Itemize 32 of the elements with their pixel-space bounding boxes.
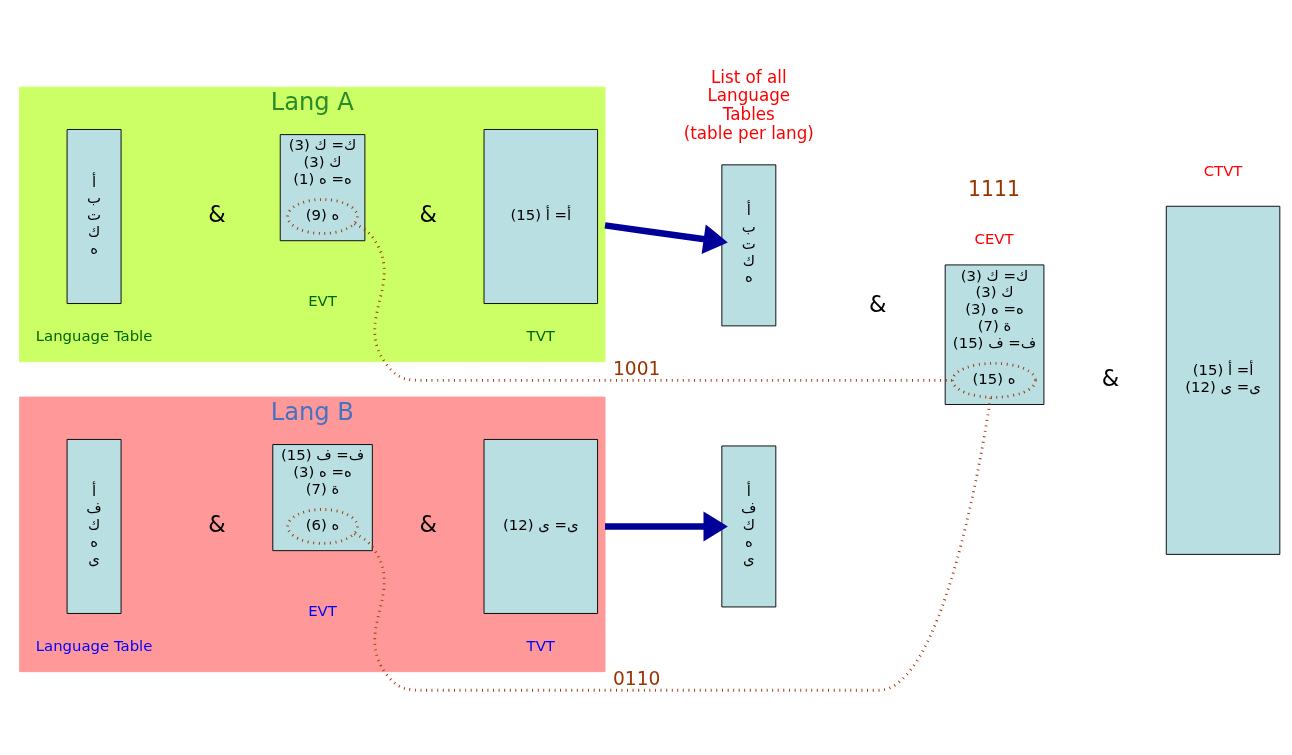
node-box: أ= أ (15) ى= ى (12) [1165,205,1281,555]
node-label: TVT [526,636,555,655]
node-box: أ ب ت ك ه [721,163,777,326]
node-label: EVT [308,291,337,310]
edge-label: 0110 [612,667,661,689]
label: & [419,510,437,537]
arrow [605,511,728,541]
node-label: Language Table [35,326,153,345]
label: & [208,510,226,537]
label: 1111 [968,176,1021,201]
edge-label: 1001 [612,357,661,379]
node-box: أ ف ك ه ى [721,444,777,607]
node-label: TVT [526,326,555,345]
node-ellipse: ه (6) [286,507,359,545]
node-box: أ ف ك ه ى [66,438,122,614]
label: List of all Language Tables (table per lang) [683,66,814,143]
connector [353,396,993,692]
label: & [1101,364,1120,391]
connector [353,222,953,382]
node-ellipse: ه (9) [286,197,359,235]
arrow [604,221,728,254]
node-label: CEVT [974,229,1014,248]
node-box: أ ب ت ك ه [66,128,122,304]
node-ellipse: ه (15) [951,361,1037,399]
node-label: CTVT [1203,161,1243,180]
label: & [208,200,226,227]
node-label: EVT [308,601,337,620]
node-box: ى= ى (12) [483,438,599,614]
label: & [869,290,887,317]
label: & [419,200,437,227]
node-box: أ= أ (15) [483,128,599,304]
node-label: Language Table [35,636,153,655]
